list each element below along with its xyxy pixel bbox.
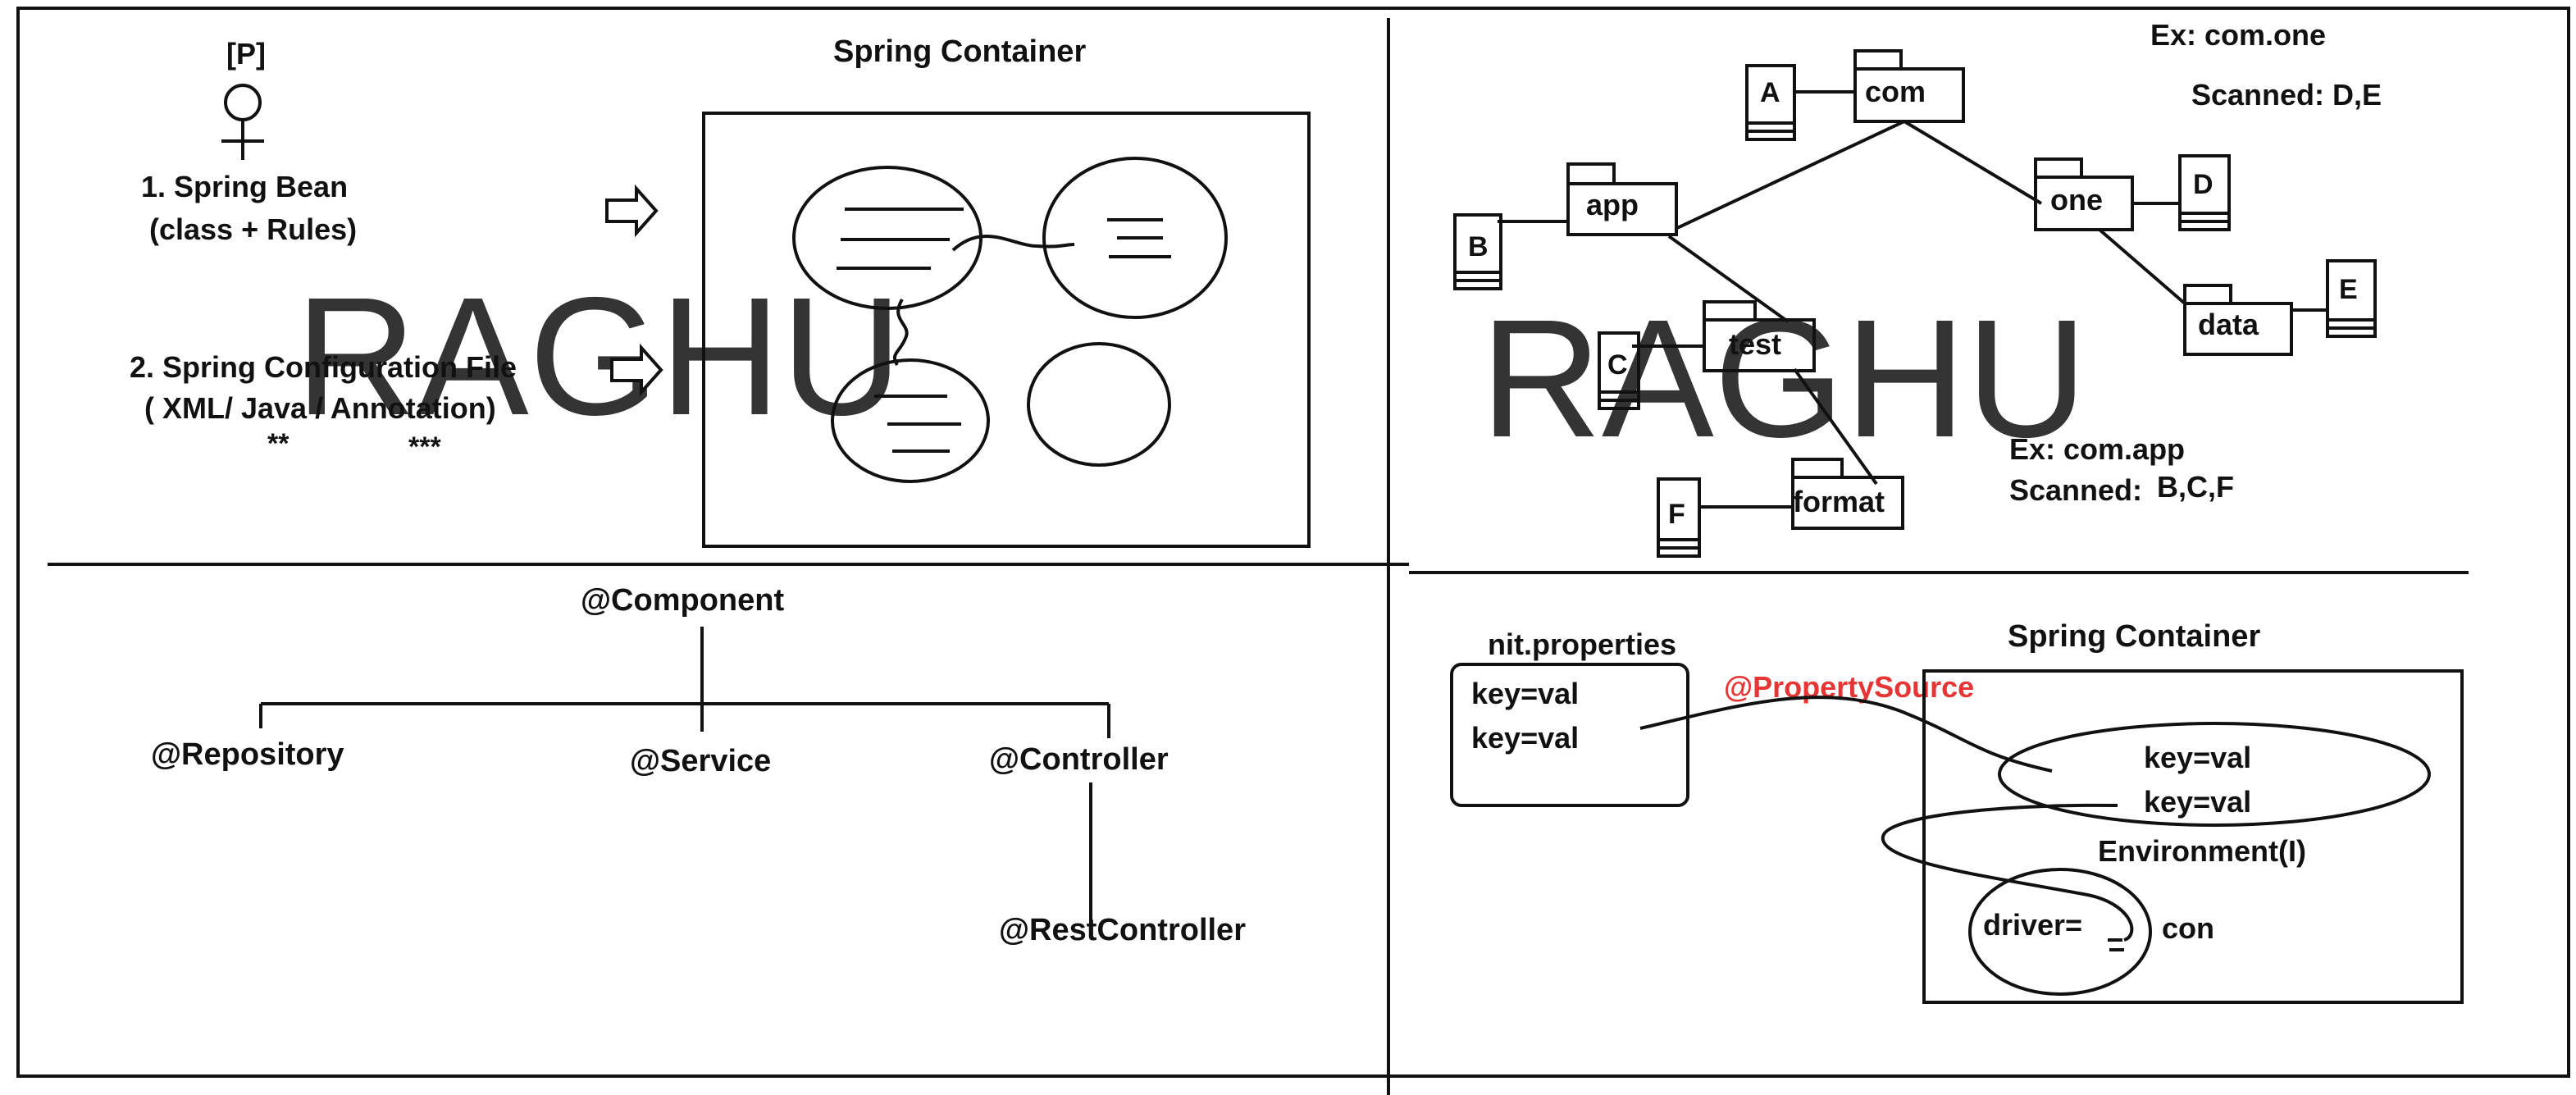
properties-line2: key=val [1471, 721, 1579, 755]
top-left-panel: [P] 1. Spring Bean (class + Rules) 2. Sp… [130, 34, 1311, 548]
class-a [1745, 64, 1796, 141]
package-com-label: com [1865, 75, 1926, 108]
con-label: con [2162, 911, 2214, 945]
watermark-right: RAGHU [1480, 285, 2087, 472]
class-d [2178, 154, 2231, 231]
package-one [2034, 157, 2134, 231]
package-format-label: format [1793, 485, 1885, 518]
package-test-label: test [1729, 327, 1781, 361]
item1-line1: 1. Spring Bean [141, 170, 348, 203]
stereotype-rest-controller: @RestController [999, 913, 1246, 947]
class-e-label: E [2339, 274, 2358, 305]
watermark-left: RAGHU [295, 262, 902, 450]
stereotype-root: @Component [581, 583, 784, 618]
properties-file-title: nit.properties [1488, 627, 1676, 661]
bottom-left-panel: @Component @Repository @Service @Control… [151, 583, 1246, 947]
item2-line2: ( XML/ Java / Annotation) [144, 391, 496, 425]
item1-line2: (class + Rules) [149, 212, 357, 246]
bottom-right-panel: nit.properties key=val key=val @Property… [1450, 619, 2464, 1004]
class-d-label: D [2193, 169, 2214, 200]
top-right-panel: Ex: com.one Scanned: D,E com app [1453, 18, 2382, 558]
stereotype-service: @Service [630, 744, 771, 778]
package-tree-lines [1498, 90, 2328, 509]
package-test [1703, 300, 1816, 372]
example2-title: Ex: com.app [2009, 432, 2185, 466]
example2-scanned-label: Scanned: [2009, 473, 2142, 507]
example1-scanned: Scanned: D,E [2191, 78, 2382, 112]
class-f [1657, 477, 1701, 558]
class-c [1598, 331, 1640, 410]
package-com [1853, 49, 1965, 123]
package-app-label: app [1586, 188, 1639, 221]
class-b-label: B [1468, 231, 1489, 262]
person-label: [P] [226, 37, 266, 71]
example2-scanned-value: B,C,F [2157, 470, 2234, 504]
env-line1: key=val [2144, 741, 2251, 774]
arrow-icon [605, 184, 659, 238]
class-b [1453, 213, 1502, 290]
package-data-label: data [2198, 308, 2259, 341]
driver-label: driver= [1983, 908, 2082, 942]
stars-a: ** [267, 428, 290, 459]
env-container-box [1922, 669, 2464, 1004]
package-format [1791, 458, 1904, 530]
properties-line1: key=val [1471, 677, 1579, 710]
stereotype-tree-lines [259, 627, 1110, 924]
class-e [2326, 259, 2377, 338]
frame [16, 7, 2570, 1095]
env-connectors [1639, 696, 2431, 996]
person-icon [221, 84, 264, 160]
env-container-title: Spring Container [2008, 619, 2260, 654]
package-data [2183, 284, 2293, 356]
arrow-icon [610, 343, 663, 397]
package-one-label: one [2050, 183, 2103, 217]
item2-line1: 2. Spring Configuration File [130, 350, 517, 384]
example1-title: Ex: com.one [2150, 18, 2326, 52]
class-c-label: C [1607, 349, 1628, 381]
class-f-label: F [1668, 499, 1685, 530]
stars-b: *** [408, 431, 441, 463]
spring-container-box [702, 112, 1311, 548]
container-title: Spring Container [833, 34, 1086, 69]
stereotype-repository: @Repository [151, 737, 344, 772]
class-a-label: A [1760, 77, 1780, 108]
env-line2: key=val [2144, 785, 2251, 819]
environment-label: Environment(I) [2098, 834, 2306, 868]
properties-file-box [1450, 663, 1689, 807]
stereotype-controller: @Controller [989, 742, 1169, 777]
package-app [1566, 162, 1678, 236]
